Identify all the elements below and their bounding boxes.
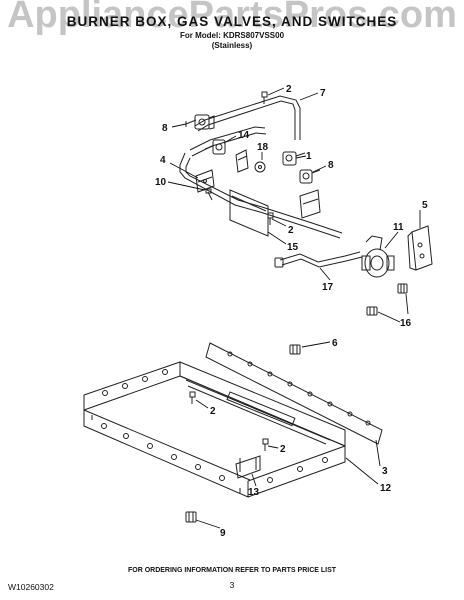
page-number: 3 (229, 580, 235, 590)
callout-1: 1 (306, 151, 312, 162)
callout-7: 7 (320, 88, 326, 99)
gas-valve-14 (204, 139, 226, 155)
diagram-subtitle: For Model: KDRS807VSS00 (Stainless) (0, 31, 464, 51)
callout-16: 16 (400, 318, 412, 329)
nut-9 (185, 511, 197, 523)
finish-line: (Stainless) (211, 41, 253, 50)
valve-bracket (235, 149, 249, 173)
callout-5: 5 (422, 200, 428, 211)
callout-11: 11 (393, 222, 404, 233)
screw-10 (205, 188, 213, 201)
fitting-16-a (366, 306, 378, 316)
callout-2-screw-top: 2 (286, 84, 292, 95)
callout-14: 14 (238, 130, 250, 141)
callout-9: 9 (220, 528, 226, 539)
callout-6: 6 (332, 338, 338, 349)
burner-box-12 (83, 361, 346, 498)
model-line: For Model: KDRS807VSS00 (179, 31, 285, 40)
screw-2-top (261, 91, 268, 104)
washer-18 (254, 161, 266, 173)
callout-12: 12 (380, 483, 392, 494)
burner-box-rear-strip-3 (205, 342, 383, 445)
bracket-4 (195, 169, 215, 193)
screw-2-box-a (189, 391, 196, 404)
callout-2-box-b: 2 (280, 444, 286, 455)
gas-valve-upper (185, 114, 215, 130)
callout-4: 4 (160, 155, 166, 166)
manifold-tubing (179, 95, 343, 239)
callout-2-screw-mid: 2 (288, 225, 294, 236)
screw-2-mid (267, 212, 274, 225)
callout-17: 17 (322, 282, 334, 293)
document-number: W10260302 (8, 582, 54, 592)
heat-shield-15 (229, 189, 269, 237)
diagram-title: BURNER BOX, GAS VALVES, AND SWITCHES (66, 14, 398, 29)
callout-2-box-a: 2 (210, 406, 216, 417)
ordering-note: FOR ORDERING INFORMATION REFER TO PARTS … (127, 567, 337, 574)
callout-8-upper: 8 (162, 123, 168, 134)
gas-valve-right (282, 151, 321, 184)
callout-8-lower: 8 (328, 160, 334, 171)
callout-13: 13 (248, 487, 260, 498)
callout-10: 10 (155, 177, 167, 188)
pressure-regulator-11 (361, 235, 395, 278)
callout-3: 3 (382, 466, 388, 477)
regulator-bracket-5 (407, 225, 433, 271)
leader-lines (167, 87, 421, 529)
callout-15: 15 (287, 242, 299, 253)
callout-18: 18 (257, 142, 269, 153)
bracket-13 (235, 455, 261, 479)
valve-bracket-right (299, 189, 321, 219)
gas-tube-17 (274, 251, 363, 268)
fitting-16-b (397, 283, 408, 294)
fitting-6 (289, 344, 301, 355)
screw-2-box-b (262, 438, 269, 451)
